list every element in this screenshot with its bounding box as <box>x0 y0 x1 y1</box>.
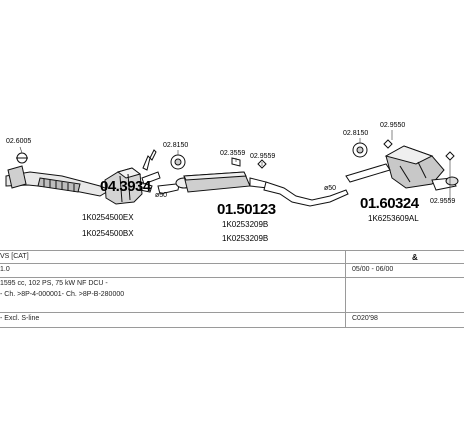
part-ref: 02.9550 <box>380 122 405 129</box>
table-divider <box>0 250 464 251</box>
front-pipe <box>5 165 112 197</box>
date-range: 05/00 - 06/00 <box>352 266 394 273</box>
middle-silencer <box>157 171 349 207</box>
table-divider <box>0 312 464 313</box>
engine-label: 1.0 <box>0 266 10 273</box>
part-number: 01.50123 <box>217 201 276 218</box>
oem-number: 1K6253609AL <box>368 214 419 223</box>
part-ref: 02.8150 <box>163 142 188 149</box>
rear-silencer <box>345 145 459 191</box>
vehicle-label: VS [CAT] <box>0 253 29 260</box>
clamp-icon <box>141 149 161 185</box>
table-row: 1595 cc, 102 PS, 75 kW NF DCU - <box>0 279 464 293</box>
part-ref: 02.8150 <box>343 130 368 137</box>
oem-number: 1K0253209B <box>222 234 268 243</box>
oem-number: 1K0254500BX <box>82 229 134 238</box>
leader-lines <box>19 130 451 200</box>
catalog-code: C020'98 <box>352 315 378 322</box>
table-divider <box>0 263 464 264</box>
catalytic-converter <box>104 167 153 205</box>
pipe-diameter: ø50 <box>155 192 167 199</box>
pipe-diameter: ø50 <box>324 185 336 192</box>
chassis-range: - Ch. >8P-4-000001- Ch. >8P-B-280000 <box>0 291 125 298</box>
part-number: 04.3934 <box>100 178 152 195</box>
table-divider <box>0 277 464 278</box>
oem-number: 1K0254500EX <box>82 213 134 222</box>
exhaust-system-diagram: 02.6005 04.3934 1K0254500EX 1K0254500BX … <box>5 122 459 243</box>
part-ref: 02.9559 <box>250 153 275 160</box>
table-row: - Ch. >8P-4-000001- Ch. >8P-B-280000 <box>0 290 464 304</box>
table-column-divider <box>345 250 346 327</box>
part-ref: 02.6005 <box>6 138 31 145</box>
hanger-parts <box>16 139 455 170</box>
table-divider <box>0 327 464 328</box>
exclusion-note: - Excl. S-line <box>0 315 40 322</box>
table-row: - Excl. S-line C020'98 <box>0 314 464 328</box>
oem-number: 1K0253209B <box>222 220 268 229</box>
part-ref: 02.3559 <box>220 150 245 157</box>
table-row: 1.0 05/00 - 06/00 <box>0 265 464 279</box>
marker-symbol: & <box>412 253 418 262</box>
part-number: 01.60324 <box>360 195 420 212</box>
part-ref: 02.9559 <box>430 198 455 205</box>
engine-spec: 1595 cc, 102 PS, 75 kW NF DCU - <box>0 280 108 287</box>
table-row: VS [CAT] <box>0 252 464 266</box>
